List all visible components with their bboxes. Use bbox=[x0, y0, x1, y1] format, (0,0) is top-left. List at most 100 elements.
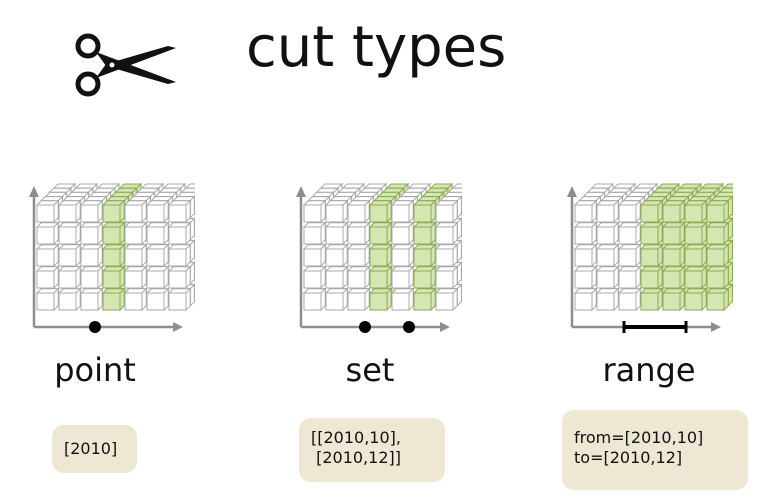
set-marker bbox=[359, 321, 371, 333]
cube-cell bbox=[434, 199, 459, 224]
cube-cell bbox=[346, 221, 371, 246]
highlighted-cell bbox=[412, 287, 437, 312]
cube-cell bbox=[595, 221, 620, 246]
cube-cells bbox=[35, 182, 195, 312]
highlighted-cell bbox=[412, 199, 437, 224]
cube-cell bbox=[573, 221, 598, 246]
highlighted-cell bbox=[683, 287, 708, 312]
highlighted-cell bbox=[661, 243, 686, 268]
axes bbox=[29, 186, 183, 332]
cube-cell bbox=[145, 243, 170, 268]
highlighted-cell bbox=[412, 243, 437, 268]
cube-cell bbox=[57, 287, 82, 312]
cube-cell bbox=[324, 243, 349, 268]
highlighted-cell bbox=[368, 265, 393, 290]
cube-cells bbox=[302, 182, 462, 312]
cube-cell bbox=[302, 243, 327, 268]
cut-type-label-point: point bbox=[54, 351, 136, 389]
cube-cell bbox=[390, 199, 415, 224]
cube-cell bbox=[434, 243, 459, 268]
highlighted-cell bbox=[683, 265, 708, 290]
cube-cell bbox=[57, 265, 82, 290]
highlighted-cell bbox=[639, 199, 664, 224]
highlighted-cell bbox=[683, 199, 708, 224]
highlighted-cell bbox=[639, 287, 664, 312]
cut-markers bbox=[89, 321, 101, 333]
cube-cell bbox=[434, 265, 459, 290]
highlighted-cell bbox=[368, 199, 393, 224]
cube-cell bbox=[57, 243, 82, 268]
cut-markers bbox=[622, 321, 688, 333]
x-axis-arrow bbox=[711, 322, 721, 332]
cube-cell bbox=[434, 287, 459, 312]
cube-cell bbox=[573, 199, 598, 224]
cube-cell bbox=[390, 287, 415, 312]
cube-cell bbox=[123, 265, 148, 290]
cube-cell bbox=[324, 265, 349, 290]
cube-cell bbox=[346, 199, 371, 224]
cube-cell bbox=[302, 265, 327, 290]
highlighted-cell bbox=[661, 265, 686, 290]
highlighted-cell bbox=[683, 221, 708, 246]
cube-cell bbox=[346, 265, 371, 290]
highlighted-cell bbox=[683, 243, 708, 268]
cube-cell bbox=[167, 265, 192, 290]
cube-cell bbox=[617, 199, 642, 224]
highlighted-cell bbox=[661, 287, 686, 312]
x-axis-arrow bbox=[173, 322, 183, 332]
page-title: cut types bbox=[246, 15, 507, 80]
example-box-set: [[2010,10], [2010,12]] bbox=[299, 418, 445, 482]
cube-cell bbox=[346, 243, 371, 268]
highlighted-cell bbox=[412, 265, 437, 290]
cube-cell bbox=[145, 221, 170, 246]
highlighted-cell bbox=[368, 287, 393, 312]
cube-cell bbox=[302, 221, 327, 246]
cube-cell bbox=[595, 199, 620, 224]
cube-cell bbox=[167, 221, 192, 246]
cube-cell bbox=[123, 199, 148, 224]
cube-cell bbox=[390, 243, 415, 268]
cube-point-diagram bbox=[29, 182, 195, 333]
example-box-point: [2010] bbox=[52, 425, 137, 473]
point-marker bbox=[89, 321, 101, 333]
cube-cell bbox=[617, 243, 642, 268]
cube-cell bbox=[617, 221, 642, 246]
highlighted-cell bbox=[101, 287, 126, 312]
cube-cell bbox=[302, 287, 327, 312]
cube-cell bbox=[79, 265, 104, 290]
example-box-range: from=[2010,10] to=[2010,12] bbox=[562, 410, 748, 490]
cube-cell bbox=[573, 287, 598, 312]
cube-cell bbox=[324, 287, 349, 312]
highlighted-cell bbox=[368, 221, 393, 246]
cube-cell bbox=[617, 287, 642, 312]
cube-set-diagram bbox=[296, 182, 462, 333]
highlighted-cell bbox=[368, 243, 393, 268]
highlighted-cell bbox=[661, 221, 686, 246]
highlighted-cell bbox=[639, 265, 664, 290]
cube-cell bbox=[346, 287, 371, 312]
highlighted-cell bbox=[639, 221, 664, 246]
cube-cell bbox=[595, 243, 620, 268]
highlighted-cell bbox=[705, 199, 730, 224]
highlighted-cell bbox=[639, 243, 664, 268]
cube-cell bbox=[167, 243, 192, 268]
highlighted-cell bbox=[705, 287, 730, 312]
cube-cell bbox=[79, 199, 104, 224]
cube-cell bbox=[167, 199, 192, 224]
highlighted-cell bbox=[705, 221, 730, 246]
cube-cell bbox=[595, 265, 620, 290]
y-axis-arrow bbox=[296, 186, 306, 197]
highlighted-cell bbox=[412, 221, 437, 246]
highlighted-cell bbox=[101, 221, 126, 246]
cube-cell bbox=[35, 287, 60, 312]
cube-cell bbox=[35, 221, 60, 246]
set-marker bbox=[403, 321, 415, 333]
cube-cell bbox=[35, 243, 60, 268]
cube-cell bbox=[390, 265, 415, 290]
cube-cell bbox=[167, 287, 192, 312]
cube-cell bbox=[324, 199, 349, 224]
cube-cell bbox=[573, 243, 598, 268]
cube-range-diagram bbox=[567, 182, 733, 333]
x-axis-arrow bbox=[440, 322, 450, 332]
highlighted-cell bbox=[705, 265, 730, 290]
